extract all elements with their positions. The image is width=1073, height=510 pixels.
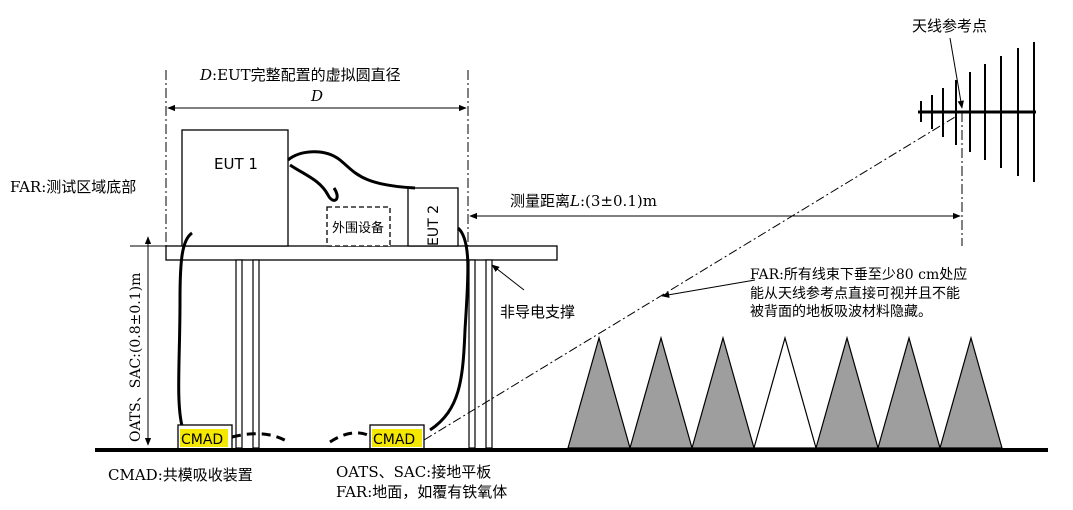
far-note-pointer — [661, 279, 756, 298]
d-symbol: D — [310, 87, 323, 105]
height-label: OATS、SAC:(0.8±0.1)m — [128, 273, 144, 442]
antenna-ref-label: 天线参考点 — [912, 17, 987, 35]
absorber-cones — [567, 335, 1003, 449]
far-note-line3: 被背面的地板吸波材料隐藏。 — [750, 304, 932, 320]
non-conductive-label: 非导电支撑 — [500, 303, 575, 321]
table-legs — [235, 259, 493, 449]
eut1-box — [181, 129, 289, 247]
eut2-box — [407, 187, 459, 247]
far-note-line2: 能从天线参考点直接可视并且不能 — [750, 285, 960, 302]
cmad-right-fill — [372, 429, 422, 447]
cmad-left-fill — [180, 429, 228, 447]
distance-label: 测量距离L:(3±0.1)m — [510, 192, 657, 210]
floor-cable-dashed — [231, 431, 373, 444]
line-of-sight — [423, 116, 956, 441]
ground-label-line2: FAR:地面，如覆有铁氧体 — [336, 483, 507, 501]
eut1-label: EUT 1 — [214, 155, 258, 173]
antenna — [918, 42, 1036, 182]
non-conductive-pointer — [491, 264, 525, 291]
cables — [177, 150, 470, 432]
antenna-ref-pointer — [949, 37, 964, 109]
cmad-left-label: CMAD — [181, 432, 223, 448]
cmad-description: CMAD:共模吸收装置 — [108, 466, 253, 484]
d-title: D:EUT完整配置的虚拟圆直径 — [199, 66, 401, 84]
peripheral-label: 外围设备 — [332, 220, 384, 236]
eut2-label: EUT 2 — [426, 205, 442, 246]
far-floor-label: FAR:测试区域底部 — [10, 178, 136, 196]
far-note-line1: FAR:所有线束下垂至少80 cm处应 — [750, 266, 967, 283]
table-top — [165, 245, 558, 261]
cmad-right-label: CMAD — [373, 432, 415, 448]
ground-label-line1: OATS、SAC:接地平板 — [336, 463, 491, 481]
peripheral-box — [326, 206, 391, 247]
